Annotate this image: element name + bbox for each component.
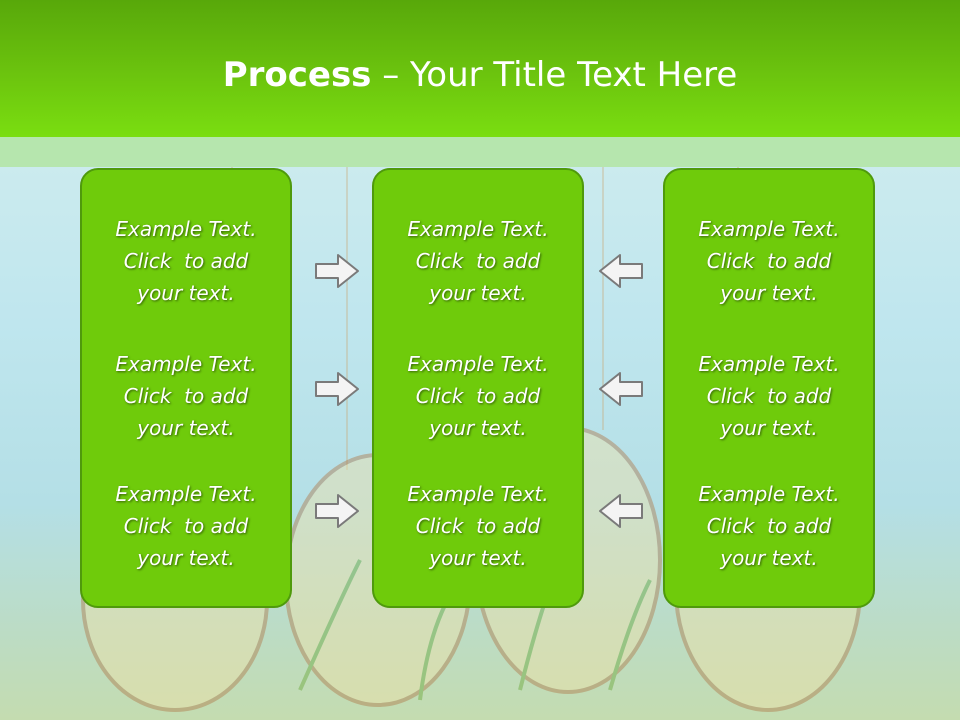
right-arrow-icon[interactable]: [314, 253, 360, 289]
slide-title-bold: Process: [222, 55, 372, 95]
text-placeholder[interactable]: Example Text. Click to add your text.: [374, 478, 582, 574]
process-panel-left[interactable]: Example Text. Click to add your text. Ex…: [80, 168, 292, 608]
text-line: Click to add: [123, 384, 249, 408]
slide-title-rest: – Your Title Text Here: [371, 55, 738, 95]
text-line: Example Text.: [115, 482, 257, 506]
text-line: Click to add: [415, 384, 541, 408]
text-line: your text.: [429, 416, 527, 440]
text-line: Click to add: [415, 514, 541, 538]
text-line: your text.: [429, 281, 527, 305]
process-panel-right[interactable]: Example Text. Click to add your text. Ex…: [663, 168, 875, 608]
text-placeholder[interactable]: Example Text. Click to add your text.: [82, 478, 290, 574]
text-line: Click to add: [706, 384, 832, 408]
title-bar: [0, 0, 960, 137]
text-placeholder[interactable]: Example Text. Click to add your text.: [82, 213, 290, 309]
left-arrow-icon[interactable]: [598, 493, 644, 529]
text-placeholder[interactable]: Example Text. Click to add your text.: [665, 478, 873, 574]
header-band: [0, 137, 960, 167]
text-line: Example Text.: [407, 482, 549, 506]
text-placeholder[interactable]: Example Text. Click to add your text.: [665, 213, 873, 309]
text-line: your text.: [137, 546, 235, 570]
text-line: your text.: [720, 281, 818, 305]
text-line: your text.: [429, 546, 527, 570]
text-line: Click to add: [415, 249, 541, 273]
text-line: your text.: [137, 281, 235, 305]
text-placeholder[interactable]: Example Text. Click to add your text.: [665, 348, 873, 444]
text-line: Example Text.: [407, 217, 549, 241]
text-line: Example Text.: [407, 352, 549, 376]
text-line: your text.: [720, 546, 818, 570]
text-placeholder[interactable]: Example Text. Click to add your text.: [374, 213, 582, 309]
slide-title[interactable]: Process – Your Title Text Here: [0, 52, 960, 98]
text-line: Click to add: [123, 249, 249, 273]
process-panel-center[interactable]: Example Text. Click to add your text. Ex…: [372, 168, 584, 608]
left-arrow-icon[interactable]: [598, 371, 644, 407]
text-line: Example Text.: [698, 482, 840, 506]
text-line: your text.: [720, 416, 818, 440]
text-placeholder[interactable]: Example Text. Click to add your text.: [374, 348, 582, 444]
text-line: your text.: [137, 416, 235, 440]
text-line: Example Text.: [115, 217, 257, 241]
text-line: Example Text.: [698, 217, 840, 241]
text-line: Click to add: [706, 249, 832, 273]
text-line: Example Text.: [698, 352, 840, 376]
text-placeholder[interactable]: Example Text. Click to add your text.: [82, 348, 290, 444]
right-arrow-icon[interactable]: [314, 371, 360, 407]
left-arrow-icon[interactable]: [598, 253, 644, 289]
text-line: Click to add: [706, 514, 832, 538]
right-arrow-icon[interactable]: [314, 493, 360, 529]
text-line: Example Text.: [115, 352, 257, 376]
text-line: Click to add: [123, 514, 249, 538]
